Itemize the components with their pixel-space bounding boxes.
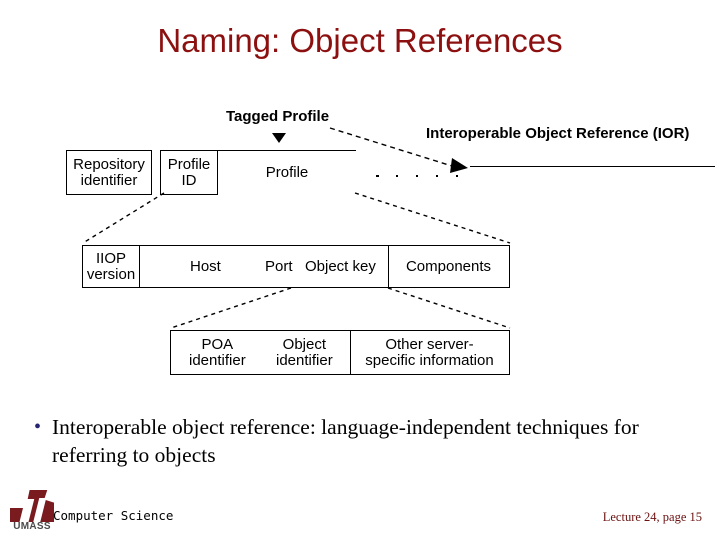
down-triangle-icon (272, 133, 286, 143)
footer-department: Computer Science (53, 508, 174, 523)
cell-components: Components (388, 245, 510, 288)
umass-logo-mark (10, 490, 54, 522)
cell-label-port: Port (265, 257, 293, 275)
row3-divider (350, 330, 351, 375)
umass-logo-wordmark: UMASS (13, 521, 51, 532)
cell-label-host: Host (190, 257, 221, 275)
cell-repository-identifier: Repository identifier (66, 150, 152, 195)
cell-label: Other server- specific information (365, 335, 494, 369)
cell-poa-object-identifier-group: POA identifier Object identifier (170, 330, 350, 375)
cell-label: Repository identifier (73, 155, 145, 189)
page-title: Naming: Object References (157, 22, 563, 59)
ior-structure-diagram: Tagged Profile Interoperable Object Refe… (0, 100, 720, 400)
row1-ellipsis (376, 174, 458, 178)
cell-profile: Profile (218, 150, 356, 195)
bullet-text: Interoperable object reference: language… (52, 415, 639, 467)
cell-label-object-key: Object key (305, 257, 376, 275)
bullet-list: • Interoperable object reference: langua… (34, 414, 684, 469)
bullet-point-icon: • (34, 416, 42, 438)
cell-other-server-specific-information: Other server- specific information (350, 330, 510, 375)
cell-label: Components (405, 257, 492, 275)
label-interoperable-object-reference: Interoperable Object Reference (IOR) (426, 125, 690, 142)
slide-footer: UMASS Computer Science Lecture 24, page … (0, 487, 720, 540)
umass-logo: UMASS (10, 490, 54, 532)
ior-bar (470, 166, 715, 167)
cell-label-poa-identifier: POA identifier (189, 335, 246, 369)
footer-lecture-page: Lecture 24, page 15 (602, 510, 702, 524)
cell-label-object-identifier: Object identifier (276, 335, 333, 369)
cell-label: IIOP version (86, 249, 136, 283)
label-tagged-profile: Tagged Profile (226, 108, 330, 125)
row2-divider (388, 245, 389, 288)
cell-label: Profile ID (167, 155, 211, 189)
cell-label: Profile (265, 164, 309, 182)
list-item: • Interoperable object reference: langua… (34, 414, 684, 469)
cell-profile-id: Profile ID (160, 150, 218, 195)
cell-iiop-version: IIOP version (82, 245, 140, 288)
cell-host-port-objectkey-group: Host Port Object key (140, 245, 388, 288)
